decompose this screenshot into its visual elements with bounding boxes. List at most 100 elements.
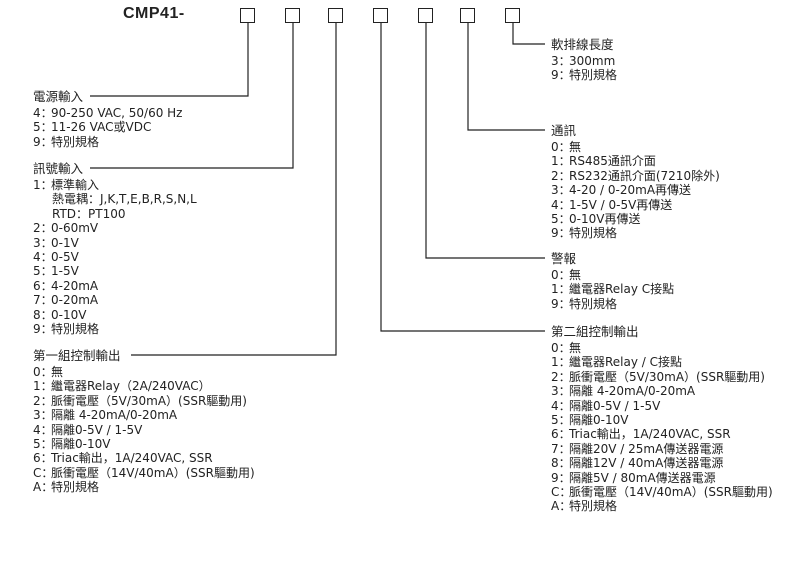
option-code: 6： [33, 278, 53, 293]
section-title: 通訊 [551, 123, 577, 138]
option-text: 繼電器Relay C接點 [569, 282, 675, 297]
option-item: 6：Triac輸出，1A/240VAC, SSR [551, 427, 773, 441]
option-item: 6：Triac輸出，1A/240VAC, SSR [33, 451, 255, 465]
option-item: 9：特別規格 [551, 226, 720, 240]
option-text: 熱電耦：J,K,T,E,B,R,S,N,L [52, 192, 197, 207]
option-code: 9： [551, 68, 571, 83]
connector-cable [512, 23, 545, 45]
option-code: 5： [33, 437, 53, 452]
option-item: 0：無 [551, 268, 674, 282]
option-code: 5： [33, 264, 53, 279]
option-text: 0-60mV [51, 221, 99, 236]
connector-control1 [131, 23, 337, 356]
option-text: 11-26 VAC或VDC [51, 120, 152, 135]
option-item: 9：特別規格 [33, 322, 197, 336]
option-code: 4： [33, 250, 53, 265]
option-item: 4：90-250 VAC, 50/60 Hz [33, 106, 182, 120]
model-code: CMP41- [123, 5, 185, 22]
section-title: 第一組控制輸出 [33, 348, 121, 363]
option-code: 1： [33, 178, 53, 192]
option-code: 9： [551, 470, 571, 485]
code-box-power [240, 8, 255, 23]
option-code: 0： [551, 268, 571, 282]
option-code: 2： [33, 221, 53, 236]
option-text: 300mm [569, 54, 616, 68]
option-text: 0-5V [51, 250, 79, 265]
option-code: 1： [551, 154, 571, 169]
option-text: 脈衝電壓（5V/30mA）(SSR驅動用) [569, 369, 765, 384]
option-code: 5： [551, 212, 571, 227]
option-text: 特別規格 [51, 134, 100, 149]
section-title: 第二組控制輸出 [551, 324, 639, 339]
option-text: 隔離12V / 40mA傳送器電源 [569, 456, 724, 471]
option-item: 5：11-26 VAC或VDC [33, 120, 182, 134]
option-text: 繼電器Relay（2A/240VAC） [51, 379, 211, 394]
option-text: 隔離 4-20mA/0-20mA [51, 408, 178, 423]
option-item: 1：標準輸入 [33, 178, 197, 192]
option-text: 0-10V再傳送 [569, 212, 641, 227]
section-title: 電源輸入 [33, 89, 84, 104]
option-code: 4： [551, 398, 571, 413]
option-item: 6：4-20mA [33, 279, 197, 293]
option-text: 特別規格 [51, 322, 100, 337]
option-text: 隔離0-5V / 1-5V [569, 398, 661, 413]
option-item: 0：無 [551, 140, 720, 154]
option-text: 脈衝電壓（14V/40mA）(SSR驅動用) [51, 465, 255, 480]
option-item: 7：隔離20V / 25mA傳送器電源 [551, 442, 773, 456]
option-item: 3：隔離 4-20mA/0-20mA [33, 408, 255, 422]
option-text: 90-250 VAC, 50/60 Hz [51, 106, 183, 120]
option-code: 5： [33, 120, 53, 135]
option-item: 5：隔離0-10V [33, 437, 255, 451]
option-code: 1： [551, 355, 571, 370]
option-code: 9： [551, 226, 571, 241]
option-text: 特別規格 [569, 499, 618, 514]
option-code: 6： [33, 451, 53, 466]
code-box-comm [460, 8, 475, 23]
option-code: 9： [551, 296, 571, 311]
option-item: 1：繼電器Relay（2A/240VAC） [33, 379, 255, 393]
option-code: 7： [551, 441, 571, 456]
option-item: A：特別規格 [551, 499, 773, 513]
option-code: 1： [551, 282, 571, 297]
option-item: 4：隔離0-5V / 1-5V [551, 399, 773, 413]
option-text: 1-5V / 0-5V再傳送 [569, 197, 673, 212]
option-item: 9：特別規格 [33, 135, 182, 149]
option-item: RTD：PT100 [33, 207, 197, 221]
option-text: 特別規格 [569, 296, 618, 311]
option-code: C： [551, 485, 572, 500]
option-item: 8：0-10V [33, 308, 197, 322]
option-code: 0： [551, 140, 571, 154]
option-text: 隔離 4-20mA/0-20mA [569, 384, 696, 399]
option-code: 9： [33, 134, 53, 149]
option-text: 無 [569, 268, 582, 282]
option-code: 5： [551, 413, 571, 428]
option-item: 5：隔離0-10V [551, 413, 773, 427]
option-text: 0-1V [51, 235, 79, 250]
option-text: 1-5V [51, 264, 79, 279]
option-text: 4-20 / 0-20mA再傳送 [569, 183, 692, 198]
option-text: 特別規格 [51, 480, 100, 495]
section-title: 警報 [551, 251, 577, 266]
option-text: RS485通訊介面 [569, 154, 656, 169]
option-item: 2：脈衝電壓（5V/30mA）(SSR驅動用) [551, 370, 773, 384]
code-box-cable [505, 8, 520, 23]
option-text: RS232通訊介面(7210除外) [569, 168, 720, 183]
option-code: 8： [551, 456, 571, 471]
connector-comm [467, 23, 545, 131]
option-item: 5：0-10V再傳送 [551, 212, 720, 226]
option-item: 1：繼電器Relay / C接點 [551, 355, 773, 369]
connector-power [90, 23, 249, 97]
option-item: 5：1-5V [33, 264, 197, 278]
option-code: 2： [551, 168, 571, 183]
option-code: 3： [551, 54, 571, 68]
option-code: 4： [551, 197, 571, 212]
option-item: 3：300mm [551, 54, 617, 68]
